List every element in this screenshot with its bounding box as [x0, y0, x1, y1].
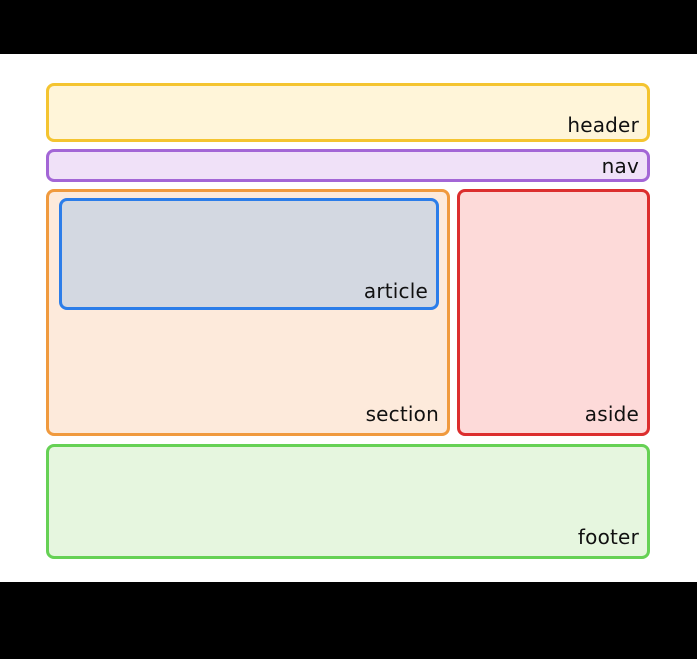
article-box: article	[59, 198, 439, 310]
aside-box: aside	[457, 189, 650, 436]
bottom-black-band	[0, 582, 697, 659]
layout-diagram: header nav article section aside footer	[0, 54, 697, 582]
section-box: article section	[46, 189, 450, 436]
header-label: header	[567, 113, 639, 137]
section-label: section	[365, 402, 439, 426]
nav-label: nav	[601, 154, 639, 178]
top-black-band	[0, 0, 697, 54]
footer-box: footer	[46, 444, 650, 559]
footer-label: footer	[577, 525, 639, 549]
nav-box: nav	[46, 149, 650, 182]
header-box: header	[46, 83, 650, 142]
aside-label: aside	[584, 402, 639, 426]
article-label: article	[363, 279, 428, 303]
